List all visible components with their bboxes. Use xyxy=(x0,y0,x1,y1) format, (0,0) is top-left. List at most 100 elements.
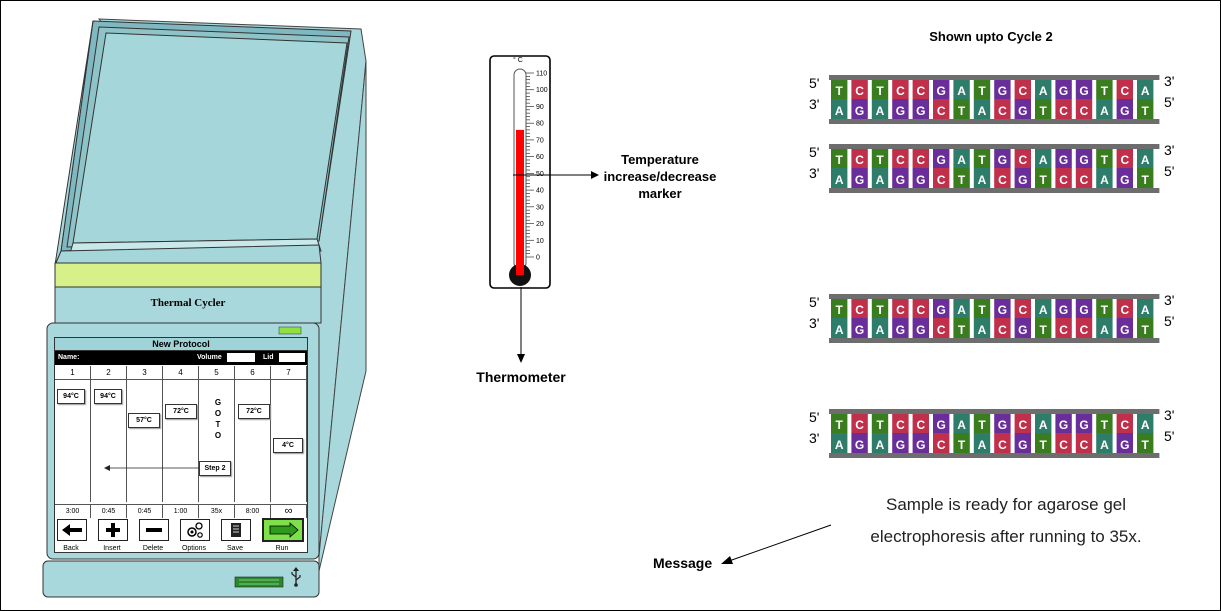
base-top xyxy=(1055,80,1072,99)
base-top xyxy=(994,299,1011,318)
strand-end-label: 3' xyxy=(809,96,820,112)
base-bottom xyxy=(1055,318,1072,338)
save-button[interactable] xyxy=(221,519,251,541)
scale-label: 20 xyxy=(536,221,544,228)
base-top xyxy=(953,299,970,318)
step-column[interactable] xyxy=(91,380,127,502)
base-letter-bottom: C xyxy=(1059,104,1068,118)
base-bottom xyxy=(892,168,909,188)
base-bottom xyxy=(1116,433,1133,453)
step-column[interactable] xyxy=(55,380,91,502)
save-icon xyxy=(231,523,241,537)
step-3-temp[interactable]: 57°C xyxy=(128,413,160,428)
step-column[interactable] xyxy=(127,380,163,502)
base-letter-top: T xyxy=(978,84,986,98)
step-time[interactable]: 1:00 xyxy=(163,505,199,518)
base-top xyxy=(973,414,991,433)
base-letter-bottom: T xyxy=(1040,173,1048,187)
base-top xyxy=(912,299,929,318)
volume-field[interactable] xyxy=(227,353,255,362)
volume-label: Volume xyxy=(197,354,222,361)
base-bottom xyxy=(892,433,909,453)
base-letter-top: G xyxy=(1079,303,1088,317)
base-bottom xyxy=(933,433,950,453)
step-1-temp[interactable]: 94°C xyxy=(57,389,85,404)
back-button[interactable] xyxy=(57,519,87,541)
base-letter-top: T xyxy=(1101,153,1109,167)
base-letter-top: C xyxy=(1120,303,1129,317)
base-bottom xyxy=(831,318,848,338)
strand-end-label: 5' xyxy=(809,294,820,310)
base-bottom xyxy=(1055,168,1072,188)
base-letter-top: C xyxy=(855,303,864,317)
step-2-temp[interactable]: 94°C xyxy=(94,389,122,404)
step-time[interactable]: 35x xyxy=(199,505,235,518)
step-column[interactable] xyxy=(271,380,307,502)
run-button[interactable] xyxy=(262,518,304,542)
base-bottom xyxy=(851,168,868,188)
backbone-top xyxy=(829,144,1160,149)
base-bottom xyxy=(1055,99,1072,119)
base-bottom xyxy=(953,433,970,453)
base-bottom xyxy=(892,99,909,119)
base-top xyxy=(912,414,929,433)
step-time[interactable]: 0:45 xyxy=(127,505,163,518)
base-letter-bottom: G xyxy=(1018,323,1027,337)
base-letter-top: T xyxy=(1101,303,1109,317)
base-letter-bottom: T xyxy=(1142,438,1150,452)
base-top xyxy=(871,149,889,168)
step-number: 3 xyxy=(127,366,163,379)
goto-target-box[interactable]: Step 2 xyxy=(199,461,231,476)
delete-button[interactable] xyxy=(139,519,169,541)
base-letter-bottom: T xyxy=(1142,104,1150,118)
base-top xyxy=(973,149,991,168)
base-letter-top: T xyxy=(978,153,986,167)
base-top xyxy=(892,80,909,99)
base-letter-top: C xyxy=(896,84,905,98)
base-letter-top: C xyxy=(916,153,925,167)
backbone-bottom xyxy=(829,338,1160,343)
lid-field[interactable] xyxy=(279,353,305,362)
base-bottom xyxy=(953,168,970,188)
minus-icon xyxy=(146,528,162,532)
insert-button[interactable] xyxy=(98,519,128,541)
step-time[interactable]: 3:00 xyxy=(55,505,91,518)
base-top xyxy=(1035,149,1052,168)
step-column[interactable] xyxy=(199,380,235,502)
base-letter-top: T xyxy=(836,303,844,317)
base-letter-top: T xyxy=(836,418,844,432)
step-time[interactable]: 0:45 xyxy=(91,505,127,518)
step-column[interactable] xyxy=(163,380,199,502)
base-bottom xyxy=(1096,433,1113,453)
thermometer-unit: ° C xyxy=(513,57,523,64)
message-label: Message xyxy=(653,555,713,571)
scale-label: 80 xyxy=(536,121,544,128)
base-top xyxy=(994,80,1011,99)
base-letter-top: G xyxy=(937,84,946,98)
step-column[interactable] xyxy=(235,380,271,502)
base-bottom xyxy=(1075,99,1093,119)
usb-icon xyxy=(291,567,301,587)
step-6-temp[interactable]: 72°C xyxy=(238,404,270,419)
base-bottom xyxy=(973,168,991,188)
goto-label: G O T O xyxy=(213,397,223,441)
base-top xyxy=(871,299,889,318)
strand-end-label: 5' xyxy=(1164,313,1175,329)
base-top xyxy=(1055,414,1072,433)
base-bottom xyxy=(1014,433,1031,453)
base-top xyxy=(871,80,889,99)
base-bottom xyxy=(871,168,889,188)
step-7-temp[interactable]: 4°C xyxy=(273,438,303,453)
base-letter-top: T xyxy=(876,418,884,432)
step-time[interactable]: ∞ xyxy=(271,505,307,518)
base-letter-top: C xyxy=(855,153,864,167)
options-button[interactable] xyxy=(180,519,210,541)
base-letter-bottom: G xyxy=(1120,323,1129,337)
step-4-temp[interactable]: 72°C xyxy=(165,404,197,419)
base-top xyxy=(831,149,848,168)
base-letter-bottom: C xyxy=(998,323,1007,337)
step-time[interactable]: 8:00 xyxy=(235,505,271,518)
strand-end-label: 3' xyxy=(1164,407,1175,423)
